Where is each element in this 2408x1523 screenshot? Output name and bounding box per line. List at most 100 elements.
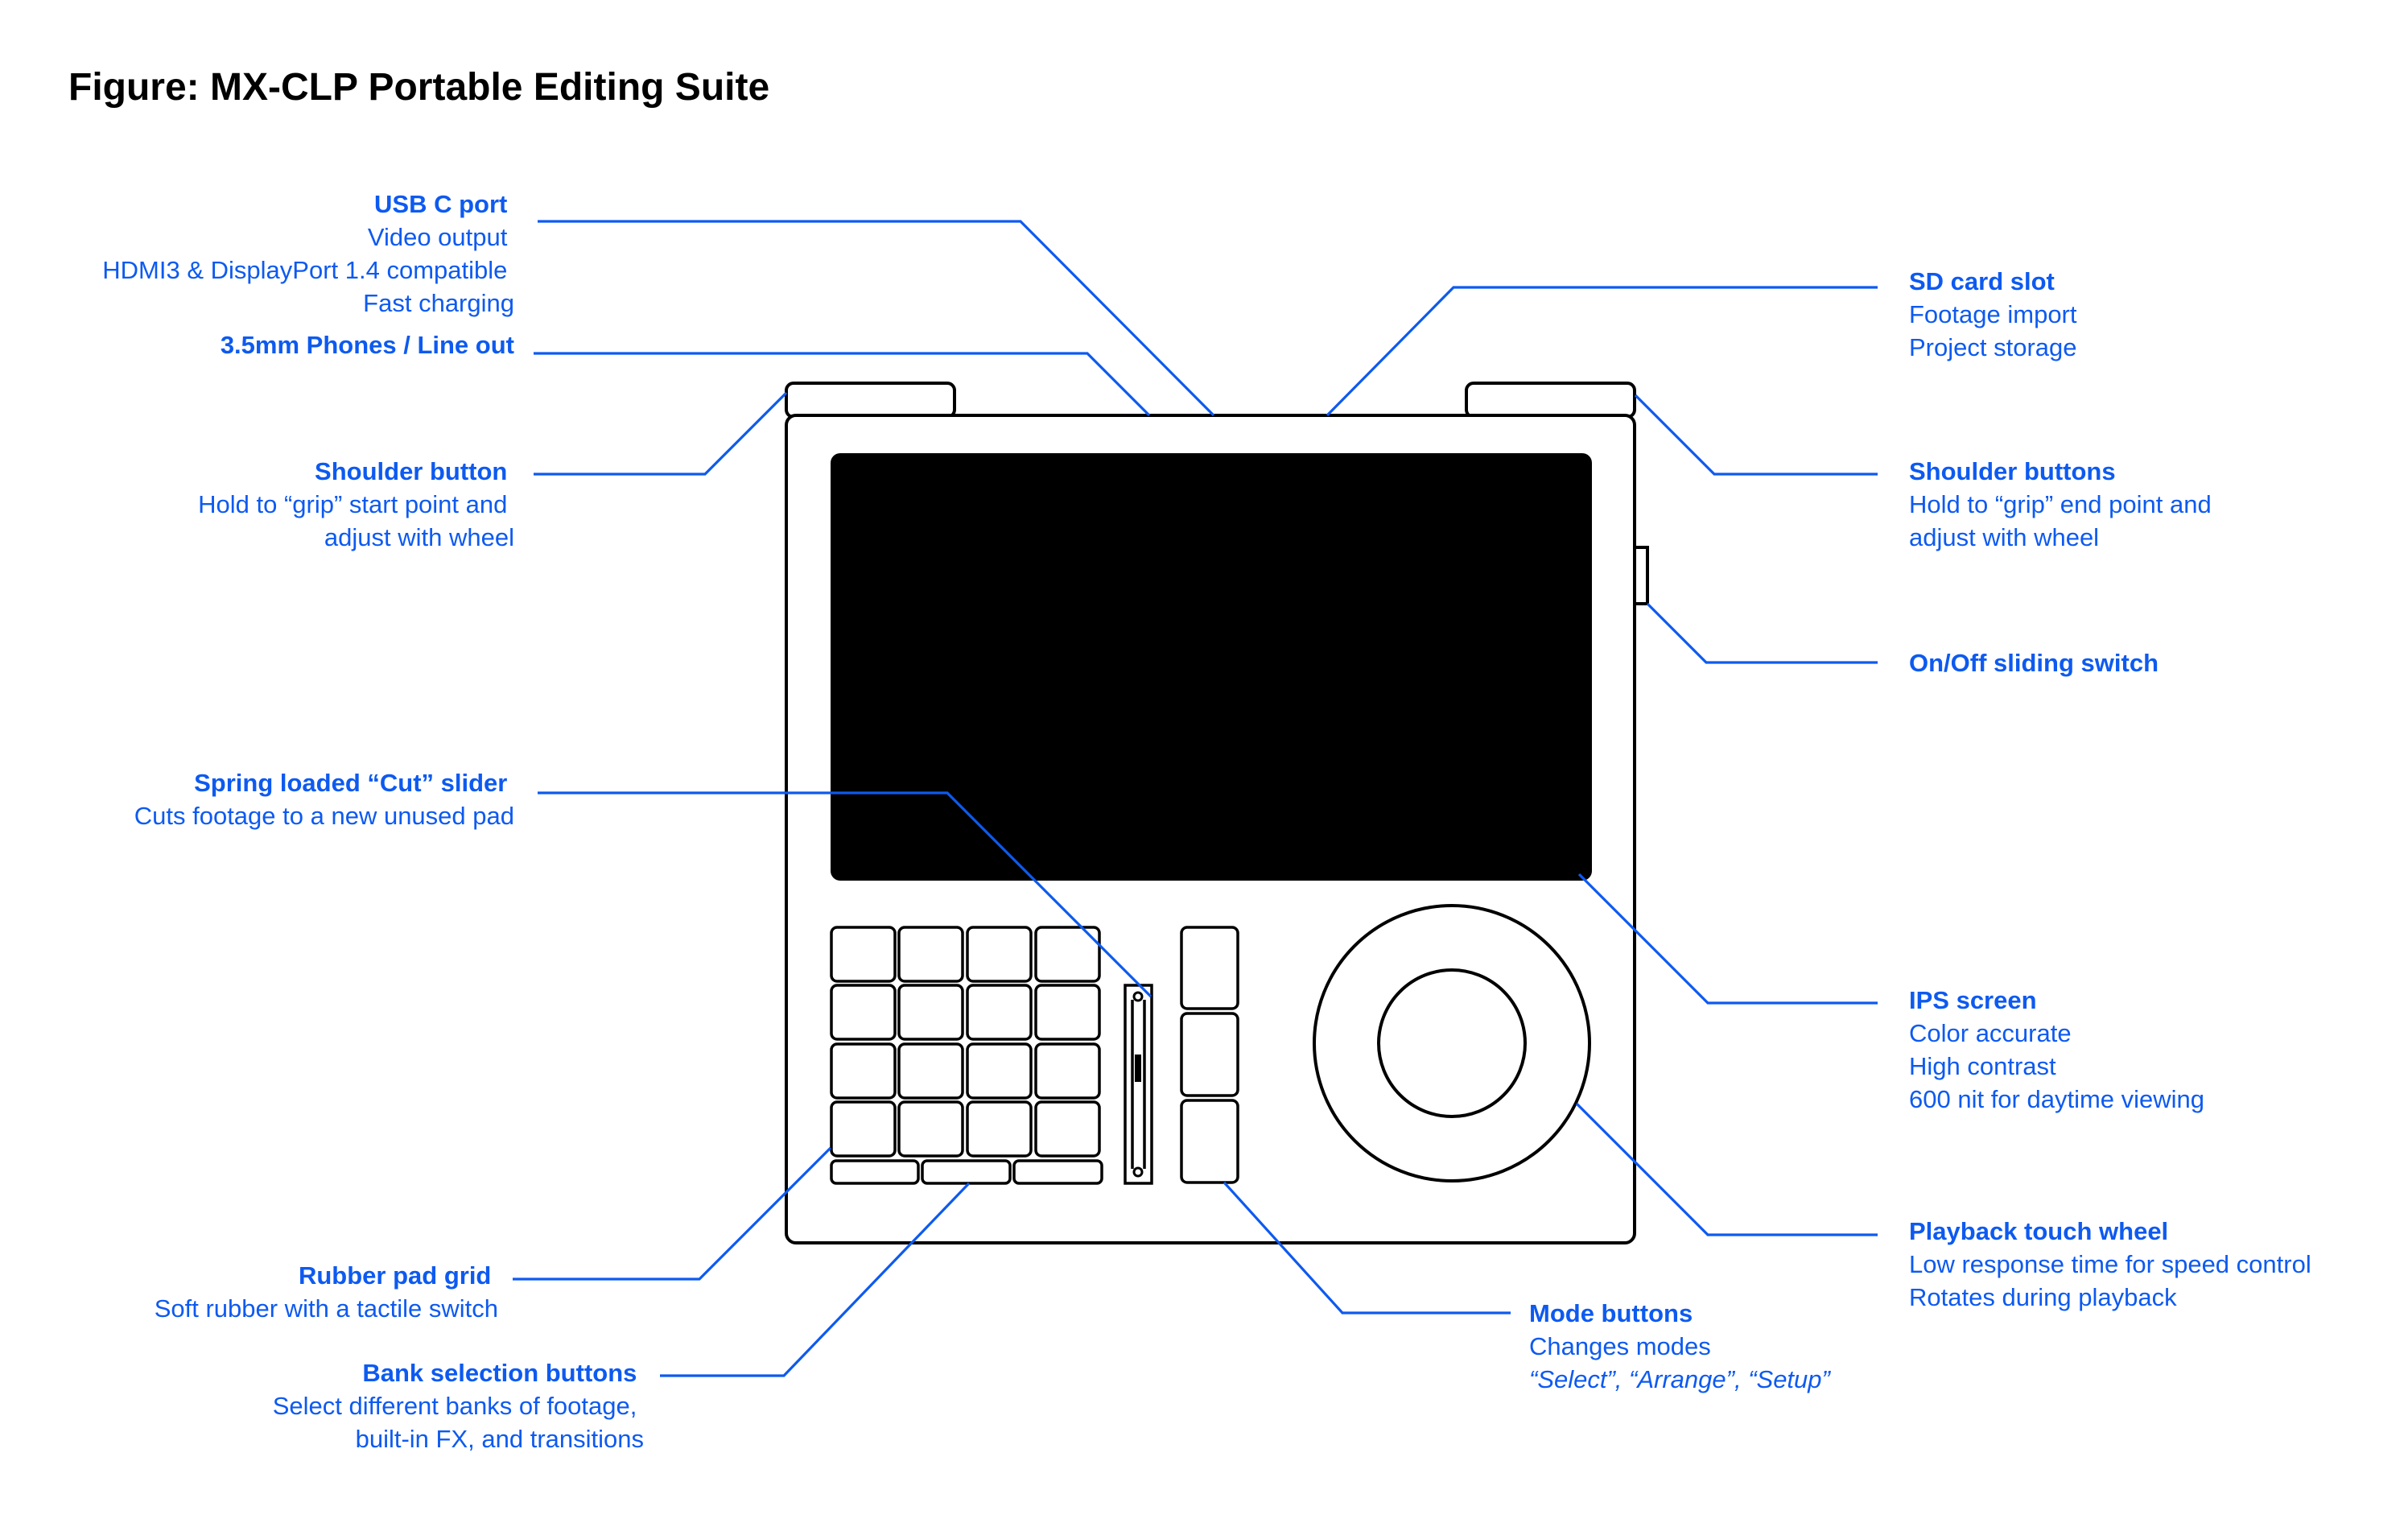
power-switch: [1633, 546, 1649, 605]
callout-cut-slider: Spring loaded “Cut” slider Cuts footage …: [134, 769, 514, 830]
wheel-line: Rotates during playback: [1909, 1283, 2177, 1311]
rubber-pad: [830, 926, 897, 983]
rubber-pad: [966, 1100, 1033, 1158]
ips-line: 600 nit for daytime viewing: [1909, 1085, 2204, 1113]
cut-slider-line: Cuts footage to a new unused pad: [134, 802, 514, 830]
usb-line: Fast charging: [363, 289, 514, 317]
callout-pad-grid: Rubber pad grid Soft rubber with a tacti…: [155, 1261, 498, 1323]
shoulder-button-left: [785, 382, 956, 419]
rubber-pad: [897, 1042, 964, 1100]
callout-shoulder-left: Shoulder button Hold to “grip” start poi…: [198, 457, 514, 551]
leader-usb: [538, 220, 1215, 417]
leader-phones: [534, 352, 1151, 417]
callout-ips: IPS screen Color accurate High contrast …: [1909, 986, 2204, 1113]
callout-usb: USB C port Video output HDMI3 & DisplayP…: [102, 190, 514, 317]
wheel-line: Low response time for speed control: [1909, 1250, 2311, 1278]
rubber-pad: [1034, 1042, 1101, 1100]
pad-grid-line: Soft rubber with a tactile switch: [155, 1294, 498, 1323]
callout-wheel: Playback touch wheel Low response time f…: [1909, 1217, 2318, 1311]
rubber-pad: [966, 984, 1033, 1041]
ips-screen: [831, 453, 1592, 881]
usb-heading: USB C port: [374, 190, 507, 218]
rubber-pad: [897, 926, 964, 983]
callout-shoulder-right: Shoulder buttons Hold to “grip” end poin…: [1909, 457, 2218, 551]
leader-power: [1646, 602, 1878, 664]
svg-text:SD card slot Footage imp: SD card slot Footage import Project stor…: [1909, 267, 2084, 361]
cut-slider-frame: [1124, 984, 1153, 1185]
rubber-pad: [830, 1100, 897, 1158]
wheel-center: [1377, 968, 1527, 1118]
leader-sd: [1326, 286, 1878, 417]
mode-button-select: [1180, 926, 1239, 1010]
rubber-pad-grid: [830, 926, 1101, 1158]
bank-line: Select different banks of footage,: [273, 1392, 637, 1420]
mode-buttons: [1180, 926, 1239, 1184]
rubber-pad: [966, 1042, 1033, 1100]
ips-line: Color accurate: [1909, 1019, 2072, 1047]
callout-power: On/Off sliding switch: [1909, 649, 2159, 677]
leader-pad-grid: [513, 1146, 832, 1281]
leader-shoulder-left: [534, 391, 788, 476]
phones-heading: 3.5mm Phones / Line out: [221, 331, 514, 359]
power-heading: On/Off sliding switch: [1909, 649, 2159, 677]
bank-line: built-in FX, and transitions: [356, 1425, 644, 1453]
cut-slider-heading: Spring loaded “Cut” slider: [194, 769, 507, 797]
svg-text:Rubber pad grid Soft rub: Rubber pad grid Soft rubber with a tacti…: [155, 1261, 498, 1323]
bank-button: [1012, 1159, 1103, 1185]
mode-button-setup: [1180, 1099, 1239, 1184]
svg-text:Spring loaded “Cut” slider: Spring loaded “Cut” slider Cuts footage …: [134, 769, 514, 830]
usb-line: HDMI3 & DisplayPort 1.4 compatible: [102, 256, 507, 284]
svg-text:Shoulder buttons Hold to: Shoulder buttons Hold to “grip” end poin…: [1909, 457, 2218, 551]
leader-lines: [513, 220, 1878, 1377]
leader-shoulder-right: [1634, 394, 1878, 476]
mode-heading: Mode buttons: [1529, 1299, 1693, 1327]
svg-text:Mode buttons Changes mod: Mode buttons Changes modes “Select”, “Ar…: [1529, 1299, 1832, 1393]
shoulder-right-heading: Shoulder buttons: [1909, 457, 2116, 485]
ips-line: High contrast: [1909, 1052, 2056, 1080]
shoulder-left-line: adjust with wheel: [324, 523, 514, 551]
bank-heading: Bank selection buttons: [362, 1359, 637, 1387]
callout-mode: Mode buttons Changes modes “Select”, “Ar…: [1529, 1299, 1832, 1393]
cut-slider-knob: [1135, 1055, 1141, 1082]
rubber-pad: [1034, 926, 1101, 983]
leader-wheel: [1575, 1102, 1878, 1236]
mode-button-arrange: [1180, 1012, 1239, 1097]
cut-slider: [1124, 984, 1153, 1185]
svg-text:USB C port Video output: USB C port Video output HDMI3 & DisplayP…: [102, 190, 514, 317]
rubber-pad: [966, 926, 1033, 983]
rubber-pad: [830, 984, 897, 1041]
callout-phones: 3.5mm Phones / Line out: [221, 331, 514, 359]
callout-bank: Bank selection buttons Select different …: [273, 1359, 644, 1453]
rubber-pad: [1034, 1100, 1101, 1158]
svg-text:Playback touch wheel Low: Playback touch wheel Low response time f…: [1909, 1217, 2318, 1311]
usb-line: Video output: [368, 223, 508, 251]
playback-touch-wheel: [1313, 904, 1591, 1182]
callout-sd: SD card slot Footage import Project stor…: [1909, 267, 2084, 361]
shoulder-left-heading: Shoulder button: [315, 457, 507, 485]
bank-selection-buttons: [830, 1159, 1103, 1185]
bank-button: [830, 1159, 920, 1185]
mode-line: Changes modes: [1529, 1332, 1711, 1360]
device: [785, 382, 1649, 1244]
svg-text:3.5mm Phones / Line out: 3.5mm Phones / Line out: [221, 331, 514, 359]
mode-line: “Select”, “Arrange”, “Setup”: [1529, 1365, 1832, 1393]
shoulder-button-right: [1465, 382, 1636, 419]
cut-slider-end: [1132, 1166, 1144, 1178]
rubber-pad: [897, 984, 964, 1041]
leader-ips: [1577, 873, 1878, 1005]
sd-line: Footage import: [1909, 300, 2077, 328]
leader-cut-slider: [538, 791, 1152, 998]
leader-bank: [660, 1182, 971, 1377]
shoulder-right-line: Hold to “grip” end point and: [1909, 490, 2212, 518]
cut-slider-end: [1132, 991, 1144, 1002]
ips-heading: IPS screen: [1909, 986, 2037, 1014]
rubber-pad: [897, 1100, 964, 1158]
wheel-heading: Playback touch wheel: [1909, 1217, 2168, 1245]
shoulder-right-line: adjust with wheel: [1909, 523, 2099, 551]
svg-text:Shoulder button Hold to: Shoulder button Hold to “grip” start poi…: [198, 457, 514, 551]
shoulder-left-line: Hold to “grip” start point and: [198, 490, 507, 518]
svg-text:On/Off sliding switch: On/Off sliding switch: [1909, 649, 2159, 677]
rubber-pad: [1034, 984, 1101, 1041]
pad-grid-heading: Rubber pad grid: [299, 1261, 491, 1290]
leader-mode: [1223, 1181, 1511, 1315]
